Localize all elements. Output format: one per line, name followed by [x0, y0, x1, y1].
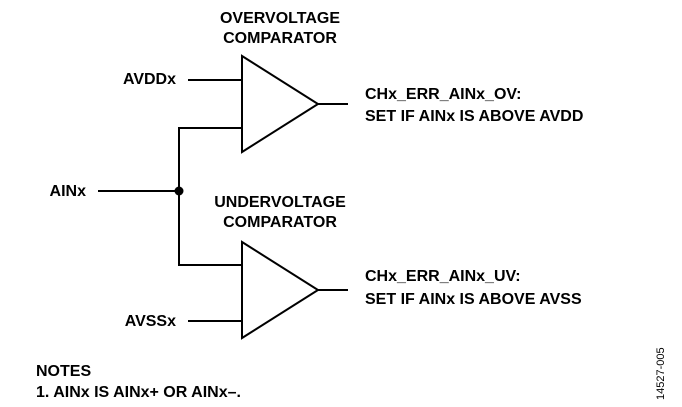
avdd-label: AVDDx	[123, 71, 176, 88]
overvoltage-comparator: OVERVOLTAGE COMPARATOR AVDDx CHx_ERR_AIN…	[123, 10, 583, 154]
ain-input: AINx	[50, 127, 242, 266]
undervoltage-comparator: UNDERVOLTAGE COMPARATOR AVSSx CHx_ERR_AI…	[125, 194, 582, 340]
overvoltage-title-line1: OVERVOLTAGE	[220, 10, 340, 27]
overvoltage-output-line2: SET IF AINx IS ABOVE AVDD	[365, 108, 583, 125]
overvoltage-title-line2: COMPARATOR	[223, 30, 337, 47]
notes-item-1: 1. AINx IS AINx+ OR AINx–.	[36, 384, 241, 401]
avss-label: AVSSx	[125, 313, 176, 330]
figure-id: 14527-005	[655, 347, 667, 400]
undervoltage-title-line2: COMPARATOR	[223, 214, 337, 231]
overvoltage-comparator-triangle	[241, 54, 320, 154]
undervoltage-output-line1: CHx_ERR_AINx_UV:	[365, 268, 521, 285]
undervoltage-title-line1: UNDERVOLTAGE	[214, 194, 346, 211]
overvoltage-output-line1: CHx_ERR_AINx_OV:	[365, 86, 522, 103]
ain-label: AINx	[50, 183, 87, 200]
junction-dot	[174, 186, 184, 196]
undervoltage-comparator-triangle	[241, 240, 320, 340]
undervoltage-output-line2: SET IF AINx IS ABOVE AVSS	[365, 291, 582, 308]
notes-heading: NOTES	[36, 363, 91, 380]
ain-bus-wire	[178, 127, 242, 266]
notes: NOTES 1. AINx IS AINx+ OR AINx–.	[36, 363, 241, 401]
